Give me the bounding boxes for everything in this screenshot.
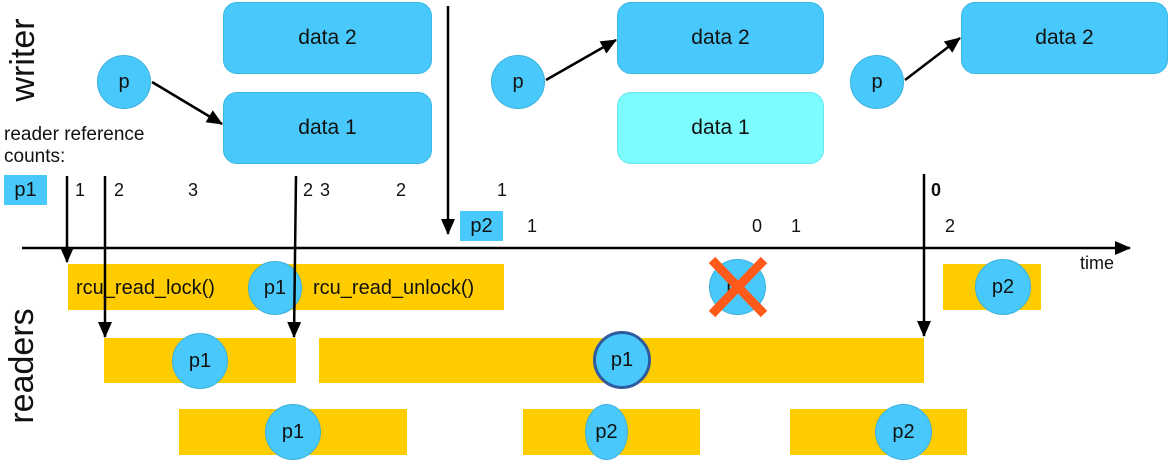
pointer-p-stage1: p: [97, 55, 151, 109]
p2-count: 1: [791, 216, 802, 236]
p1-count-tag: p1: [4, 175, 47, 205]
p2-count-tag: p2: [460, 211, 503, 241]
p1-count: 2: [396, 180, 407, 200]
rcu-read-lock-label: rcu_read_lock(): [76, 277, 215, 299]
p1-count: 3: [188, 180, 199, 200]
p1-count: 1: [497, 180, 508, 200]
p1-count: 2: [114, 180, 125, 200]
reader-pointer-p1: p1: [172, 333, 228, 389]
pointer-arrow-stage2: [545, 38, 617, 82]
reader-pointer-p1-highlighted: p1: [593, 331, 651, 389]
p1-count: 1: [75, 180, 86, 200]
unlock-event-line: [287, 175, 302, 338]
reader-pointer-p2: p2: [975, 259, 1031, 315]
reader-reference-counts-label: reader reference counts:: [4, 124, 145, 167]
pointer-p-stage3: p: [850, 55, 904, 109]
reader-pointer-p1: p1: [248, 261, 302, 315]
pointer-arrow-stage1: [151, 80, 223, 126]
data-box-stage1-data1: data 1: [223, 92, 432, 164]
time-axis-label: time: [1080, 253, 1115, 273]
p1-count-final: 0: [931, 180, 942, 200]
reader-pointer-p2: p2: [585, 404, 628, 460]
p2-count: 1: [527, 216, 538, 236]
data-box-stage2-data1-old: data 1: [617, 92, 824, 164]
data-box-stage1-data2: data 2: [223, 2, 432, 74]
p2-count: 0: [752, 216, 763, 236]
cross-icon: [708, 256, 768, 318]
data-box-stage2-data2: data 2: [617, 2, 824, 74]
rcu-read-unlock-label: rcu_read_unlock(): [313, 277, 475, 299]
reader-pointer-p1: p1: [265, 404, 321, 460]
data-box-stage3-data2: data 2: [961, 2, 1168, 74]
reader-pointer-p2: p2: [875, 404, 932, 460]
p1-count: 3: [320, 180, 331, 200]
p2-count: 2: [945, 216, 956, 236]
pointer-p-stage2: p: [491, 55, 545, 109]
pointer-arrow-stage3: [904, 37, 961, 81]
p1-count: 2: [303, 180, 314, 200]
